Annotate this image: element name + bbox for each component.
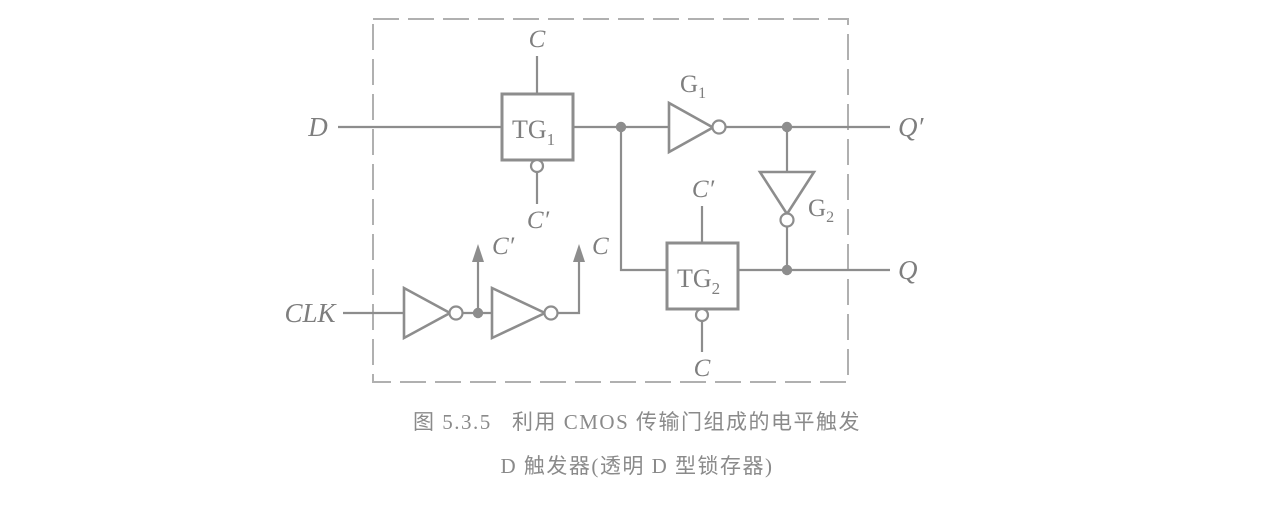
tg2-bottom-inversion-bubble [694, 307, 710, 323]
g2-label-text: G [808, 195, 826, 222]
caption-line-2: D 触发器(透明 D 型锁存器) [500, 454, 774, 478]
clk-inverter-2-bubble [543, 305, 559, 321]
node-to-tg2-wire [619, 127, 667, 272]
tg2-label-text: TG [677, 264, 712, 293]
dashed-boundary [372, 18, 849, 383]
tg2-label-sub: 2 [712, 279, 721, 298]
clk-input-label: CLK [284, 298, 337, 328]
tg1-label-sub: 1 [547, 130, 556, 149]
tg1-label-text: TG [512, 115, 547, 144]
tg2-bottom-control-label: C [694, 355, 711, 382]
q-not-output-label: Q′ [898, 112, 924, 142]
clk-inverter-1-bubble [448, 305, 464, 321]
tg1-bottom-control-label: C′ [527, 207, 550, 234]
q-output-label: Q [898, 255, 918, 285]
c-tap-label: C [592, 233, 609, 260]
g2-label: G2 [808, 195, 834, 226]
g1-inverter-body [667, 100, 716, 155]
c-tap-wire [558, 256, 581, 315]
g1-label-sub: 1 [698, 85, 706, 102]
tg1-bottom-inversion-bubble [529, 158, 545, 174]
caption-line-1: 图 5.3.5 利用 CMOS 传输门组成的电平触发 [412, 410, 862, 434]
tg1-label: TG1 [512, 115, 555, 149]
c-not-tap-arrowhead [472, 244, 484, 262]
tg2-label: TG2 [677, 264, 720, 298]
g2-inversion-bubble [779, 212, 795, 228]
clk-inverter-2-body [490, 285, 549, 341]
g1-inversion-bubble [711, 119, 727, 135]
figure-caption: 图 5.3.5 利用 CMOS 传输门组成的电平触发 D 触发器(透明 D 型锁… [0, 406, 1274, 480]
tg2-block [665, 241, 740, 311]
circuit-diagram: D CLK Q′ Q TG1 C C′ TG2 C′ C G1 G2 [284, 18, 924, 383]
g2-label-sub: 2 [826, 209, 834, 226]
d-input-label: D [307, 112, 328, 142]
tg1-top-control-label: C [529, 26, 546, 53]
q-node-dot [781, 264, 793, 276]
g1-label-text: G [680, 71, 698, 98]
clk-inverter-1-body [402, 285, 453, 341]
g2-inverter-body [757, 170, 817, 217]
c-tap-arrowhead [573, 244, 585, 262]
c-not-tap-label: C′ [492, 233, 515, 260]
tg2-top-control-label: C′ [692, 176, 715, 203]
g1-label: G1 [680, 71, 706, 102]
